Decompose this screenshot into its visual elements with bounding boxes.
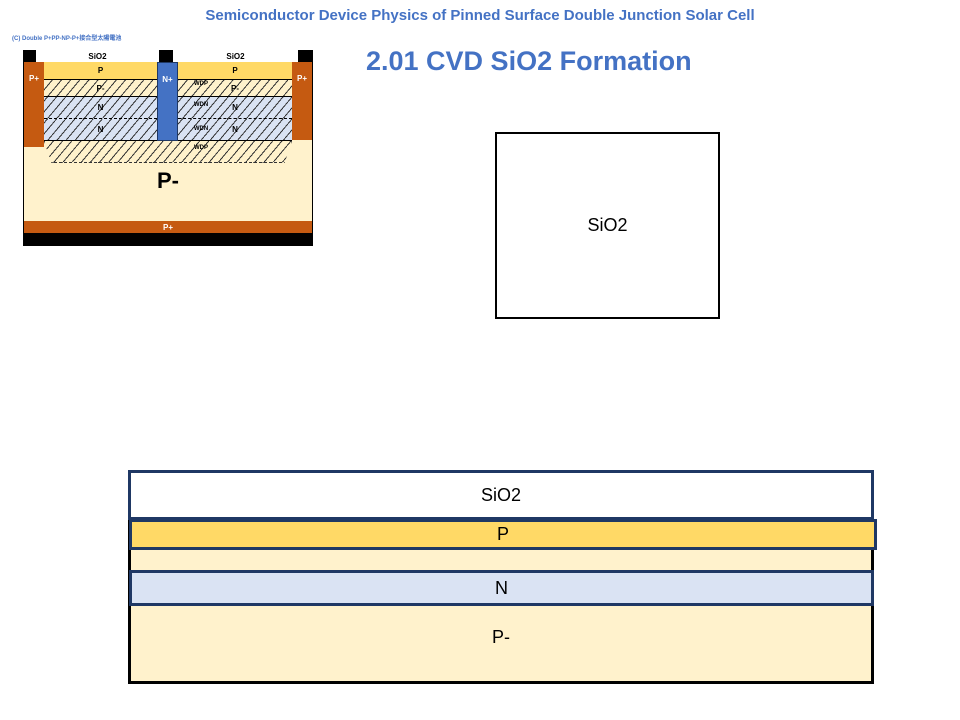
p-plus-right: P+ [292,62,312,140]
depletion-label: WDN [193,102,209,108]
sio2-right-label: SiO2 [226,51,245,61]
p-minus-left: P- [44,80,157,96]
depletion-label: WDP [194,81,208,87]
n-plus-contact: N+ [157,62,178,141]
depletion-label: WDN [193,126,209,132]
layer-p-minus-label: P- [492,626,510,647]
reference-diagram: P- WDP P+ SiO2 SiO2 P+ P+ P P P- P- N N … [23,50,313,246]
p-left-label: P [97,66,104,75]
p-right: P [178,62,292,80]
p-plus-left-label: P+ [28,74,39,83]
diagram-caption: (C) Double P+PP-NP-P+接合型太陽電池 [12,36,122,42]
n-bottom-left-label: N [97,125,104,134]
n-top-left: N [44,96,157,119]
sio2-left-label: SiO2 [88,51,107,61]
n-bottom-right: N [178,119,292,141]
n-plus-label: N+ [162,75,173,84]
sio2-block-label: SiO2 [587,215,628,235]
p-minus-right: P- [178,80,292,96]
n-bottom-right-label: N [232,125,238,134]
n-top-right: N [178,96,292,119]
p-minus-left-label: P- [96,83,105,93]
sio2-left: SiO2 [36,50,159,62]
sio2-right: SiO2 [173,50,298,62]
layer-n: N [129,570,874,606]
depletion-label: WDP [194,145,208,151]
layer-p: P [129,519,877,550]
sio2-block: SiO2 [495,132,720,319]
substrate-label: P- [157,167,179,193]
layer-sio2-label: SiO2 [480,484,522,505]
p-plus-left: P+ [24,62,44,147]
step-title: 2.01 CVD SiO2 Formation [366,46,692,76]
n-top-left-label: N [97,103,104,112]
layer-p-label: P [496,524,509,544]
layer-sio2: SiO2 [128,470,874,520]
p-right-label: P [232,66,238,75]
n-top-right-label: N [232,103,238,112]
p-left: P [44,62,157,80]
p-plus-right-label: P+ [296,74,307,83]
p-plus-bottom-label: P+ [162,222,173,232]
layer-n-label: N [495,577,508,598]
depletion-region-bottom [44,141,292,163]
layer-p-minus: P- [131,606,871,668]
p-minus-right-label: P- [231,83,239,93]
n-bottom-left: N [44,119,157,141]
page-title: Semiconductor Device Physics of Pinned S… [205,7,755,24]
p-plus-bottom: P+ [24,221,312,233]
